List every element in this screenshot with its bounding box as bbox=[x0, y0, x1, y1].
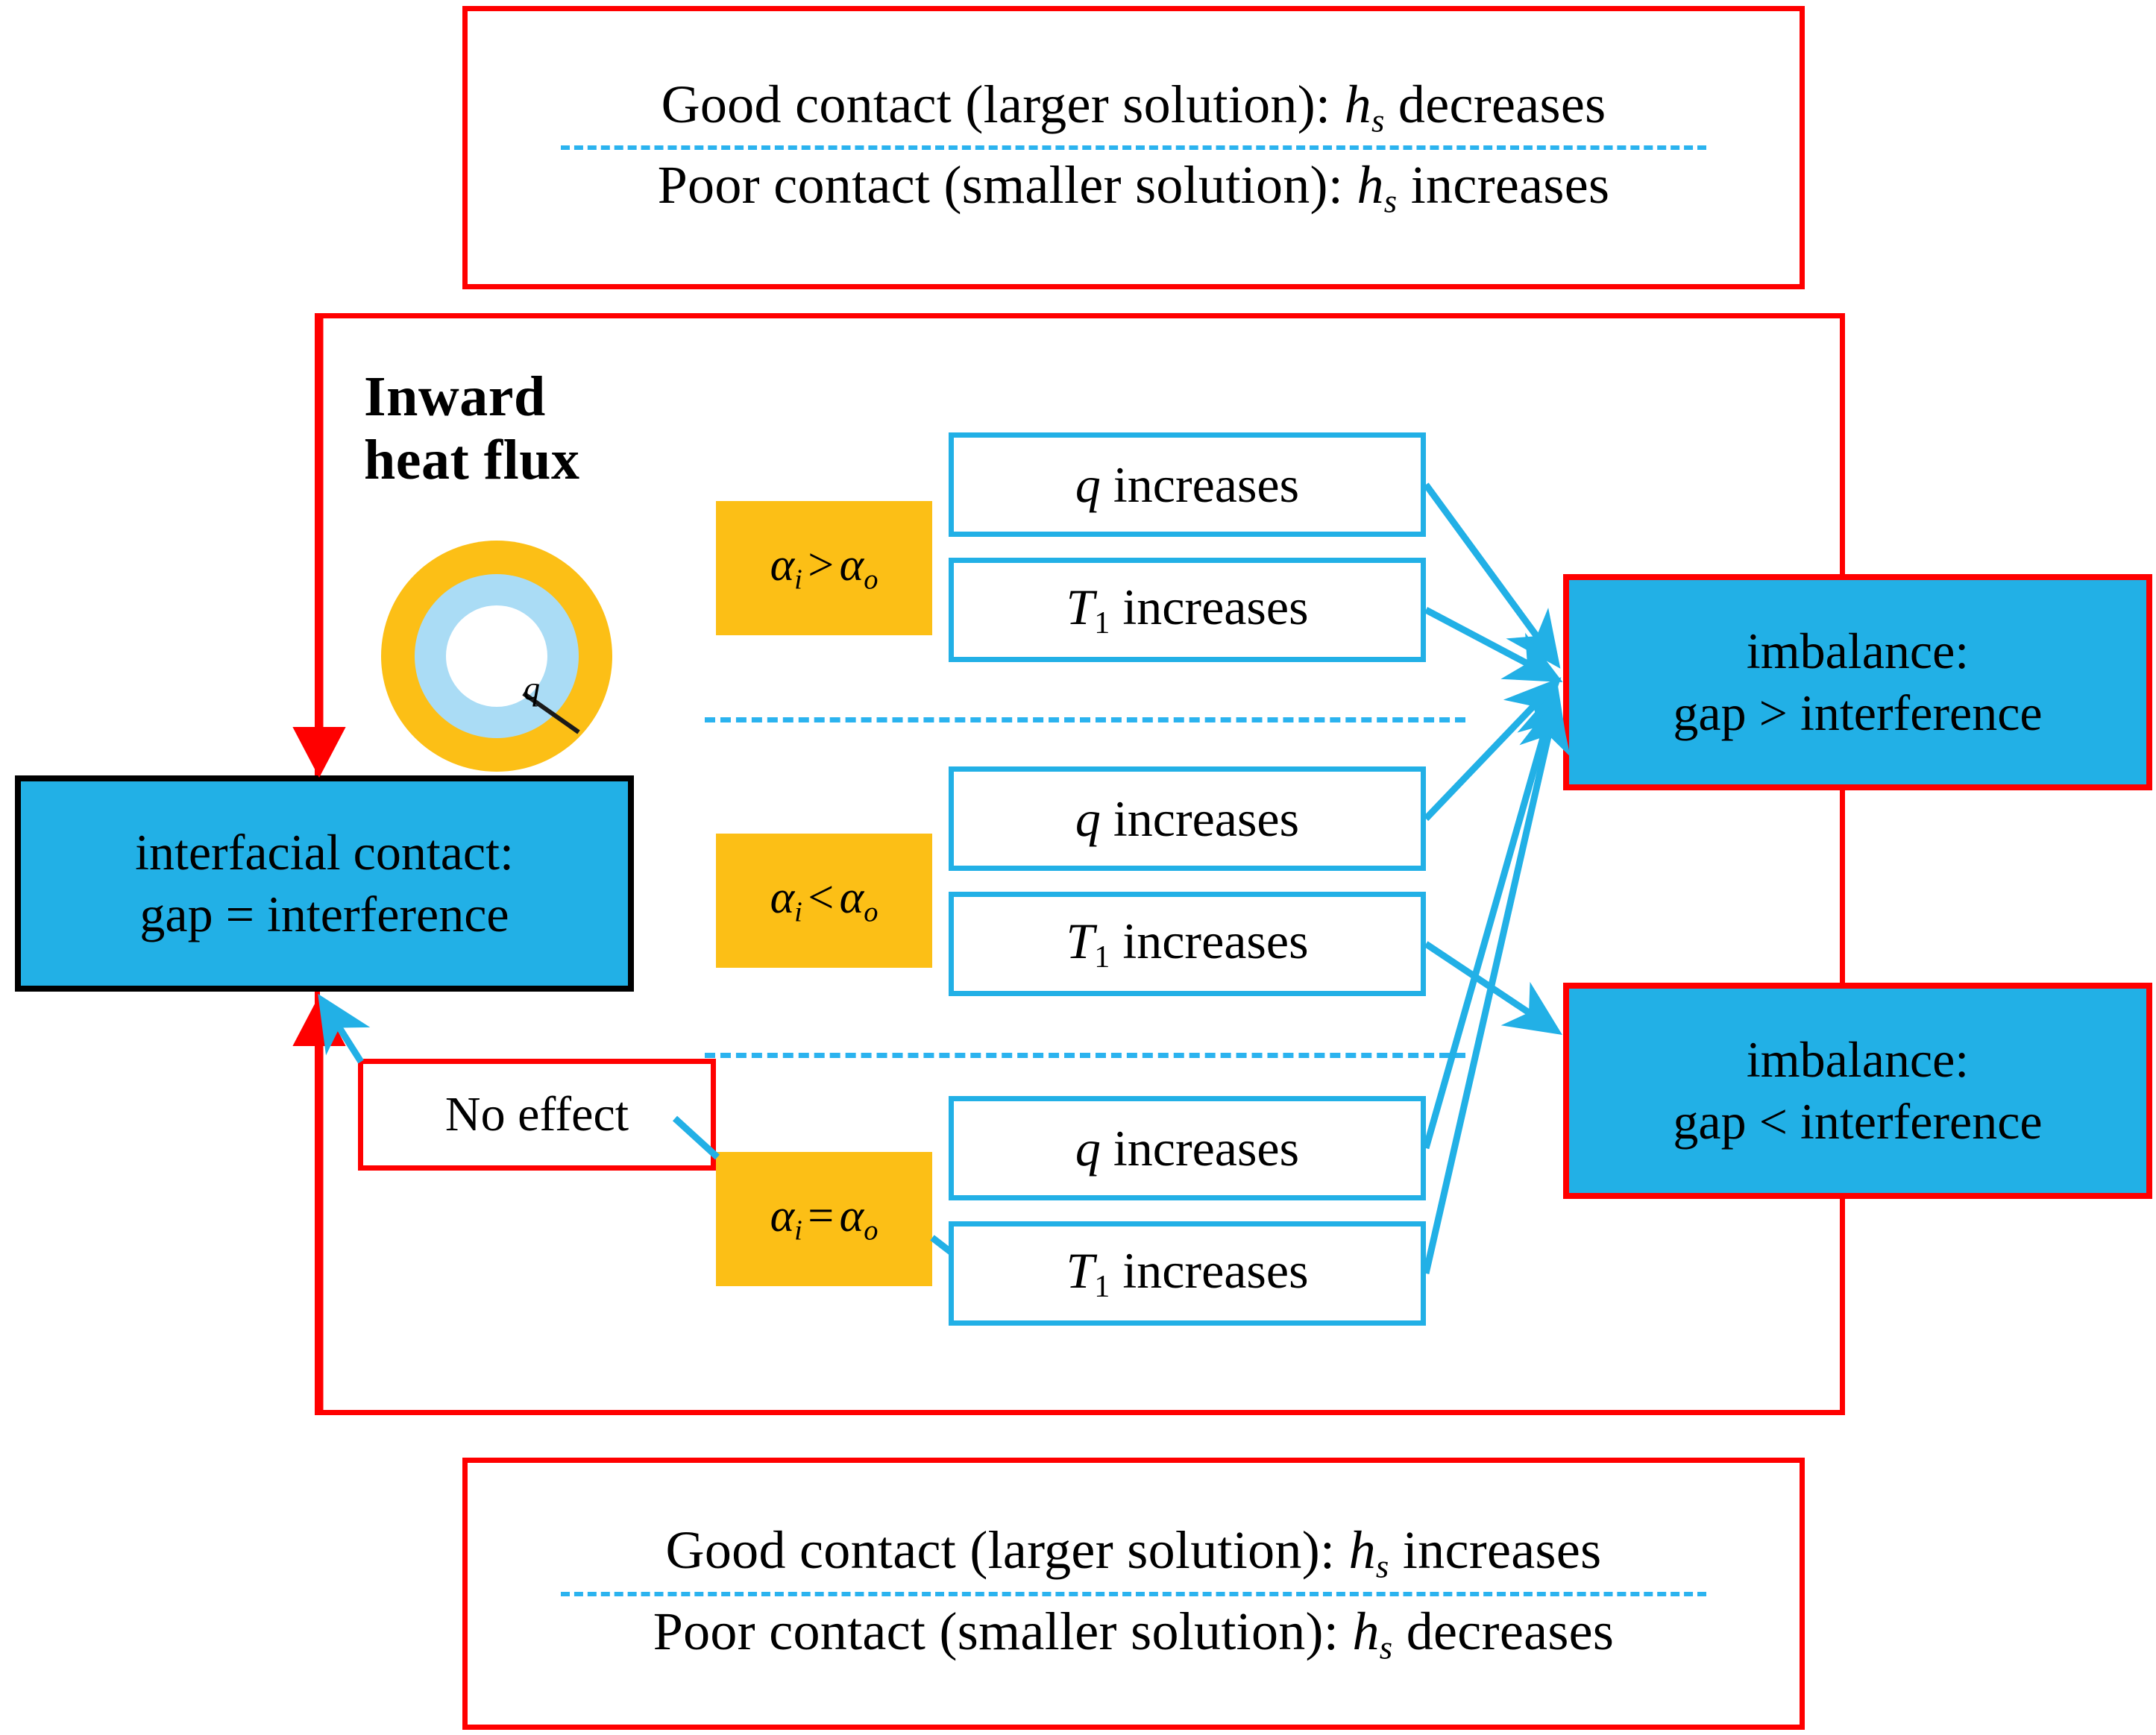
note-bottom-line-2: Poor contact (smaller solution): hs decr… bbox=[653, 1601, 1615, 1666]
fact-text-q-row-1: q increases bbox=[1075, 459, 1299, 510]
condition-text-row-3: αi=αo bbox=[770, 1193, 879, 1245]
fact-q-rest-row-2: increases bbox=[1100, 790, 1300, 847]
note-bottom-line-2-var: h bbox=[1352, 1601, 1380, 1661]
note-bottom-divider bbox=[561, 1591, 1706, 1596]
note-top-line-2-var: h bbox=[1357, 155, 1384, 215]
fact-t-var-row-2: T bbox=[1066, 912, 1095, 969]
condition-row-3-sub-o: o bbox=[864, 1215, 879, 1247]
condition-row-1-sub-i: i bbox=[794, 564, 802, 596]
condition-label-row-3[interactable]: αi=αo bbox=[716, 1152, 932, 1286]
note-top-line-1-sub: s bbox=[1371, 101, 1385, 139]
outcome-box-gap-less[interactable]: imbalance: gap < interference bbox=[1563, 983, 2152, 1199]
fact-q-rest-row-1: increases bbox=[1100, 456, 1300, 513]
note-bottom-line-2-suffix: decreases bbox=[1392, 1601, 1615, 1661]
note-bottom-line-1-suffix: increases bbox=[1389, 1520, 1602, 1581]
condition-row-2-alpha-o: α bbox=[839, 872, 864, 924]
note-box-bottom: Good contact (larger solution): hs incre… bbox=[462, 1458, 1805, 1730]
note-top-line-1-suffix: decreases bbox=[1384, 74, 1606, 134]
page-title: Inward heat flux bbox=[364, 365, 580, 492]
note-bottom-line-1-var: h bbox=[1348, 1520, 1376, 1581]
fact-box-q-row-2[interactable]: q increases bbox=[949, 766, 1426, 871]
fact-text-t1-row-3: T1 increases bbox=[1066, 1245, 1308, 1303]
note-top-divider bbox=[561, 145, 1706, 150]
condition-row-2-operator: < bbox=[808, 872, 835, 924]
note-top-line-2-prefix: Poor contact (smaller solution): bbox=[657, 155, 1357, 215]
outcome-top-line-2: gap > interference bbox=[1673, 684, 2043, 741]
note-bottom-line-1-prefix: Good contact (larger solution): bbox=[665, 1520, 1349, 1581]
condition-row-3-operator: = bbox=[808, 1191, 835, 1242]
annulus-heat-flux-icon: q bbox=[377, 537, 616, 775]
note-top-line-1-prefix: Good contact (larger solution): bbox=[661, 74, 1345, 134]
note-top-line-1: Good contact (larger solution): hs decre… bbox=[661, 74, 1606, 139]
condition-row-2-sub-i: i bbox=[794, 896, 802, 928]
fact-box-t1-row-1[interactable]: T1 increases bbox=[949, 558, 1426, 662]
condition-text-row-2: αi<αo bbox=[770, 875, 879, 927]
note-bottom-line-1: Good contact (larger solution): hs incre… bbox=[665, 1520, 1602, 1585]
condition-label-row-1[interactable]: αi>αo bbox=[716, 501, 932, 635]
note-bottom-line-1-sub: s bbox=[1375, 1547, 1389, 1585]
condition-text-row-1: αi>αo bbox=[770, 542, 879, 594]
fact-text-t1-row-1: T1 increases bbox=[1066, 582, 1308, 639]
fact-text-q-row-2: q increases bbox=[1075, 793, 1299, 844]
fact-t-sub-row-2: 1 bbox=[1094, 939, 1110, 974]
annulus-q-label: q bbox=[524, 670, 540, 707]
condition-row-1-operator: > bbox=[808, 540, 835, 591]
fact-q-var-row-3: q bbox=[1075, 1120, 1101, 1177]
condition-row-3-alpha-i: α bbox=[770, 1191, 795, 1242]
condition-row-2-alpha-i: α bbox=[770, 872, 795, 924]
condition-row-1-sub-o: o bbox=[864, 564, 879, 596]
fact-t-rest-row-1: increases bbox=[1110, 578, 1309, 635]
note-top-line-1-var: h bbox=[1344, 74, 1371, 134]
outcome-box-gap-greater[interactable]: imbalance: gap > interference bbox=[1563, 574, 2152, 790]
fact-box-q-row-3[interactable]: q increases bbox=[949, 1096, 1426, 1200]
condition-row-1-alpha-i: α bbox=[770, 540, 795, 591]
condition-row-2-sub-o: o bbox=[864, 896, 879, 928]
fact-t-var-row-1: T bbox=[1066, 578, 1095, 635]
fact-t-rest-row-2: increases bbox=[1110, 912, 1309, 969]
note-top-line-2: Poor contact (smaller solution): hs incr… bbox=[658, 157, 1610, 218]
condition-row-3-alpha-o: α bbox=[839, 1191, 864, 1242]
fact-text-q-row-3: q increases bbox=[1075, 1123, 1299, 1174]
fact-box-q-row-1[interactable]: q increases bbox=[949, 432, 1426, 537]
fact-box-t1-row-2[interactable]: T1 increases bbox=[949, 892, 1426, 996]
outcome-top-line-1: imbalance: bbox=[1746, 623, 1970, 680]
note-bottom-line-2-prefix: Poor contact (smaller solution): bbox=[653, 1601, 1353, 1661]
fact-t-sub-row-1: 1 bbox=[1094, 605, 1110, 640]
interfacial-contact-line-2: gap = interference bbox=[139, 886, 509, 942]
no-effect-box[interactable]: No effect bbox=[358, 1059, 716, 1171]
note-top-line-2-suffix: increases bbox=[1397, 155, 1610, 215]
outcome-bottom-line-2: gap < interference bbox=[1673, 1093, 2043, 1150]
note-bottom-line-2-sub: s bbox=[1379, 1628, 1393, 1666]
fact-t-rest-row-3: increases bbox=[1110, 1241, 1309, 1299]
fact-t-var-row-3: T bbox=[1066, 1241, 1095, 1299]
no-effect-label: No effect bbox=[444, 1087, 629, 1142]
condition-row-3-sub-i: i bbox=[794, 1215, 802, 1247]
fact-box-t1-row-3[interactable]: T1 increases bbox=[949, 1221, 1426, 1326]
outcome-bottom-line-1: imbalance: bbox=[1746, 1031, 1970, 1089]
condition-label-row-2[interactable]: αi<αo bbox=[716, 834, 932, 968]
interfacial-contact-line-1: interfacial contact: bbox=[135, 824, 514, 881]
interfacial-contact-box[interactable]: interfacial contact: gap = interference bbox=[15, 775, 634, 992]
fact-text-t1-row-2: T1 increases bbox=[1066, 916, 1308, 973]
fact-q-rest-row-3: increases bbox=[1100, 1120, 1300, 1177]
row-divider-1 bbox=[705, 717, 1465, 722]
note-box-top: Good contact (larger solution): hs decre… bbox=[462, 6, 1805, 289]
fact-q-var-row-2: q bbox=[1075, 790, 1101, 847]
fact-q-var-row-1: q bbox=[1075, 456, 1101, 513]
note-top-line-2-sub: s bbox=[1383, 182, 1398, 220]
row-divider-2 bbox=[705, 1053, 1465, 1058]
fact-t-sub-row-3: 1 bbox=[1094, 1268, 1110, 1304]
condition-row-1-alpha-o: α bbox=[839, 540, 864, 591]
